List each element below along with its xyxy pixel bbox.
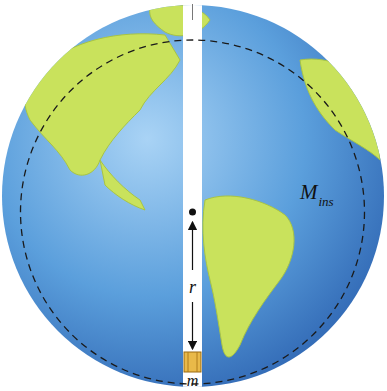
mass-subscript: ins — [319, 195, 334, 208]
tunnel-divider — [192, 4, 193, 20]
mass-stripe — [188, 352, 189, 372]
radius-arrow-down — [192, 302, 193, 349]
radius-arrow-up — [192, 222, 193, 270]
mass-block — [184, 352, 201, 372]
radius-label: r — [188, 278, 197, 296]
mass-symbol: M — [300, 182, 318, 203]
dashed-radius-circle — [21, 40, 365, 384]
continents — [25, 5, 380, 357]
mass-stripe — [197, 352, 198, 372]
tunnel — [183, 0, 202, 391]
mass-label: m — [187, 373, 199, 389]
center-dot — [189, 209, 196, 216]
